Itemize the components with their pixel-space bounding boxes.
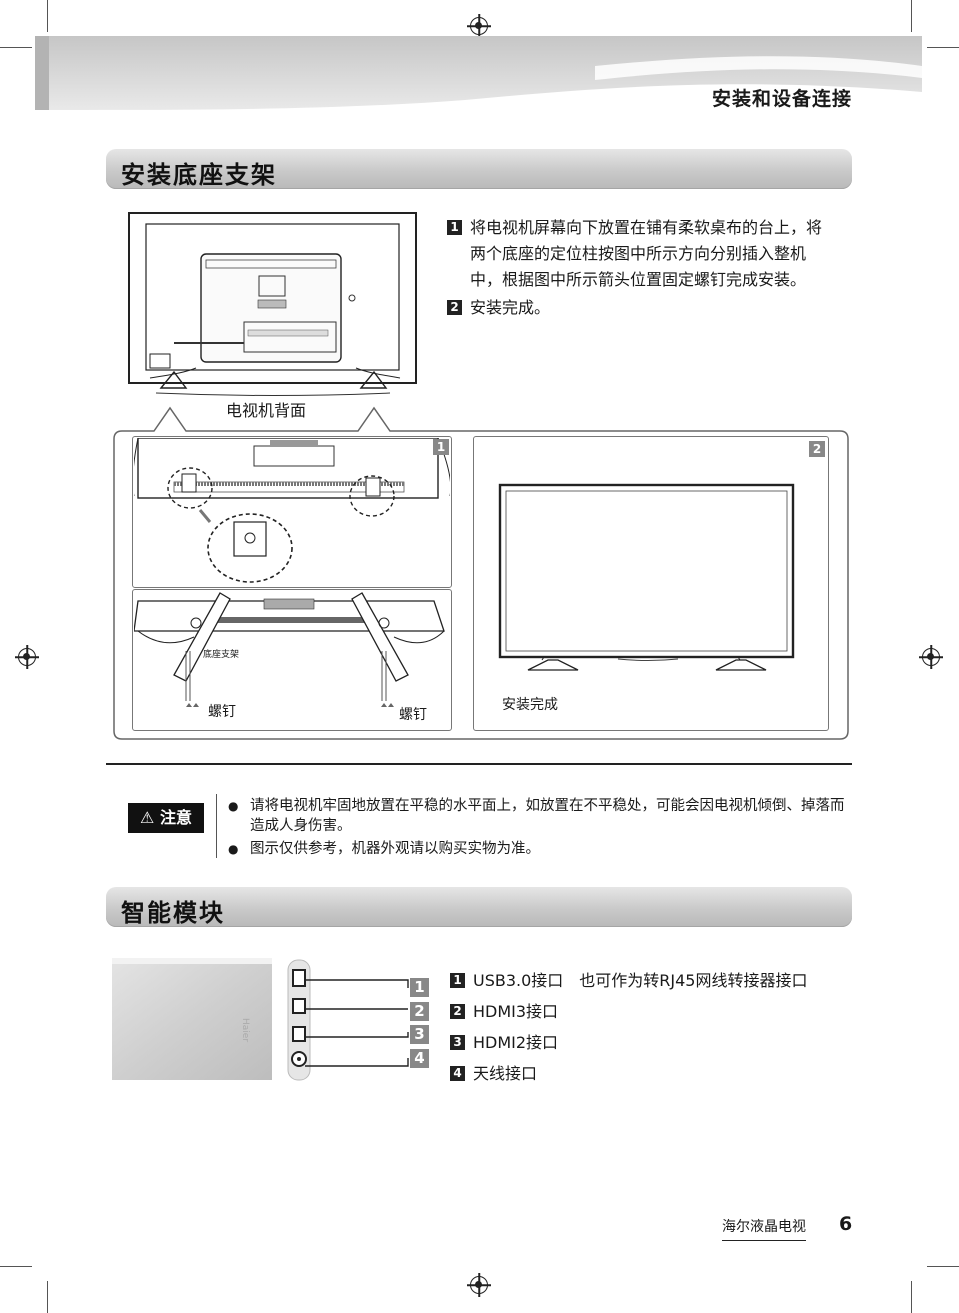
port-item: 3 HDMI2接口 bbox=[450, 1027, 850, 1058]
registration-mark-icon bbox=[922, 648, 940, 666]
port-number: 1 bbox=[450, 973, 465, 988]
crop-mark bbox=[47, 1281, 48, 1313]
panel-step-number: 1 bbox=[433, 439, 449, 455]
registration-mark-icon bbox=[18, 648, 36, 666]
caution-list: ● 请将电视机牢固地放置在平稳的水平面上，如放置在不平稳处，可能会因电视机倾倒、… bbox=[228, 796, 848, 862]
port-number: 3 bbox=[450, 1035, 465, 1050]
caution-item: ● 图示仅供参考，机器外观请以购买实物为准。 bbox=[228, 839, 848, 859]
tv-back-illustration bbox=[128, 212, 417, 396]
step-number: 1 bbox=[447, 220, 462, 235]
panel-step-number: 2 bbox=[809, 441, 825, 457]
step-item: 1 将电视机屏幕向下放置在铺有柔软桌布的台上，将两个底座的定位柱按图中所示方向分… bbox=[447, 215, 837, 293]
panel-step1-top bbox=[132, 436, 452, 588]
divider-line bbox=[106, 763, 852, 765]
smart-module-illustration bbox=[112, 958, 311, 1081]
bullet-icon: ● bbox=[228, 842, 239, 856]
registration-mark-icon bbox=[470, 1276, 488, 1294]
callout-number: 2 bbox=[410, 1002, 429, 1021]
tv-back-label: 电视机背面 bbox=[226, 401, 307, 420]
stand-label: 底座支架 bbox=[203, 650, 240, 660]
module-brand-logo: Haier bbox=[240, 1018, 250, 1043]
caution-item: ● 请将电视机牢固地放置在平稳的水平面上，如放置在不平稳处，可能会因电视机倾倒、… bbox=[228, 796, 848, 836]
section-title-bar: 智能模块 bbox=[106, 887, 852, 927]
port-item: 2 HDMI3接口 bbox=[450, 996, 850, 1027]
install-complete-label: 安装完成 bbox=[502, 697, 558, 713]
port-item: 1 USB3.0接口 也可作为转RJ45网线转接器接口 bbox=[450, 965, 850, 996]
port-text: 天线接口 bbox=[473, 1064, 538, 1083]
caution-label: 注意 bbox=[159, 808, 192, 827]
callout-number: 3 bbox=[410, 1025, 429, 1044]
assembled-tv-illustration bbox=[498, 483, 795, 671]
crop-mark bbox=[927, 1266, 959, 1267]
port-text: USB3.0接口 也可作为转RJ45网线转接器接口 bbox=[473, 971, 808, 990]
warning-triangle-icon: ⚠ bbox=[140, 808, 155, 827]
step-item: 2 安装完成。 bbox=[447, 295, 837, 321]
port-text: HDMI2接口 bbox=[473, 1033, 559, 1052]
page-number: 6 bbox=[839, 1213, 853, 1235]
step-number: 2 bbox=[447, 300, 462, 315]
crop-mark bbox=[0, 47, 32, 48]
install-steps: 1 将电视机屏幕向下放置在铺有柔软桌布的台上，将两个底座的定位柱按图中所示方向分… bbox=[447, 215, 837, 321]
caution-badge: ⚠ 注意 bbox=[128, 803, 204, 833]
footer-brand: 海尔液晶电视 bbox=[722, 1216, 806, 1241]
stand-screw-illustration bbox=[134, 592, 445, 707]
stand-insertion-illustration bbox=[134, 438, 450, 583]
port-number: 4 bbox=[450, 1066, 465, 1081]
port-item: 4 天线接口 bbox=[450, 1058, 850, 1089]
port-list: 1 USB3.0接口 也可作为转RJ45网线转接器接口 2 HDMI3接口 3 HDM… bbox=[450, 965, 850, 1089]
crop-mark bbox=[927, 47, 959, 48]
callout-number: 4 bbox=[410, 1049, 429, 1068]
header-swoosh bbox=[35, 36, 922, 110]
port-text: HDMI3接口 bbox=[473, 1002, 559, 1021]
step-text: 将电视机屏幕向下放置在铺有柔软桌布的台上，将两个底座的定位柱按图中所示方向分别插… bbox=[470, 218, 823, 289]
callout-leader-lines bbox=[305, 979, 409, 1067]
step-text: 安装完成。 bbox=[470, 298, 551, 317]
port-number: 2 bbox=[450, 1004, 465, 1019]
caution-divider bbox=[216, 794, 217, 858]
caution-text: 图示仅供参考，机器外观请以购买实物为准。 bbox=[250, 841, 540, 857]
section-title: 智能模块 bbox=[121, 899, 225, 927]
caution-text: 请将电视机牢固地放置在平稳的水平面上，如放置在不平稳处，可能会因电视机倾倒、掉落… bbox=[250, 798, 845, 834]
crop-mark bbox=[0, 1266, 32, 1267]
crop-mark bbox=[911, 0, 912, 32]
registration-mark-icon bbox=[470, 17, 488, 35]
callout-number: 1 bbox=[410, 978, 429, 997]
crop-mark bbox=[911, 1281, 912, 1313]
screw-label: 螺钉 bbox=[399, 707, 427, 723]
section-title-bar: 安装底座支架 bbox=[106, 149, 852, 189]
header-title: 安装和设备连接 bbox=[711, 88, 852, 110]
crop-mark bbox=[47, 0, 48, 32]
screw-label: 螺钉 bbox=[208, 704, 236, 720]
bullet-icon: ● bbox=[228, 799, 239, 813]
section-title: 安装底座支架 bbox=[121, 161, 277, 189]
